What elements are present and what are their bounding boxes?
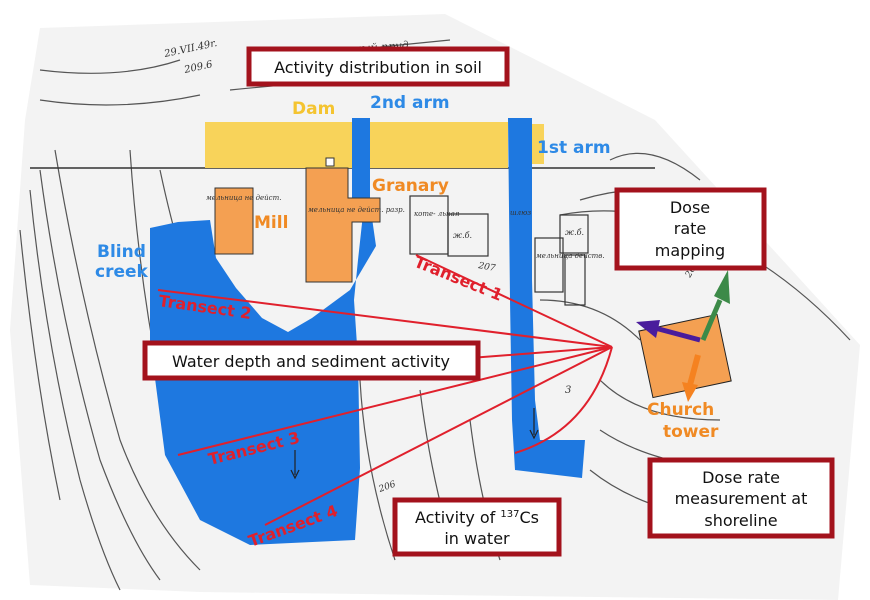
map-label-building-7: ж.б. bbox=[565, 228, 584, 237]
second-arm-label: 2nd arm bbox=[370, 93, 450, 113]
info-box-dose-mapping-line1: Dose bbox=[670, 198, 710, 217]
purple-arrow-shaft bbox=[654, 325, 701, 343]
blind-creek-label-line2: creek bbox=[95, 262, 149, 282]
info-box-shoreline: Dose rate measurement at shoreline bbox=[647, 457, 835, 539]
church-tower-label-line1: Church bbox=[647, 400, 714, 420]
dam-marker bbox=[325, 157, 335, 167]
first-arm-channel bbox=[508, 118, 585, 478]
cs-isotope-element: Cs bbox=[520, 508, 540, 527]
mill-label: Mill bbox=[254, 213, 288, 233]
second-arm-channel bbox=[352, 118, 370, 218]
map-label-building-5: шлюз bbox=[510, 209, 531, 217]
cs-isotope-superscript: 137 bbox=[500, 509, 519, 520]
info-box-activity-soil: Activity distribution in soil bbox=[246, 46, 510, 87]
blind-creek-label-line1: Blind bbox=[97, 242, 146, 262]
orange-arrow-shaft bbox=[687, 354, 701, 386]
info-box-water-depth: Water depth and sediment activity bbox=[142, 340, 481, 381]
info-box-cs-water-line2: in water bbox=[444, 529, 510, 548]
green-arrow-shaft bbox=[700, 299, 723, 341]
map-label-building-3: коте- льная bbox=[414, 210, 460, 218]
dam-label: Dam bbox=[292, 99, 335, 119]
green-arrow-head bbox=[714, 270, 730, 304]
granary-building bbox=[305, 167, 381, 283]
map-label-building-4: ж.б. bbox=[453, 231, 472, 240]
info-box-dose-mapping-line2: rate bbox=[674, 219, 707, 238]
church-tower-label-line2: tower bbox=[663, 422, 719, 442]
map-label-building-6: мельница действ. bbox=[536, 252, 605, 260]
map-elevation-207: 207 bbox=[476, 261, 496, 274]
depth-markers bbox=[290, 408, 539, 480]
mill-building bbox=[214, 187, 254, 255]
info-box-cs-water: Activity of 137Cs in water bbox=[392, 497, 562, 557]
info-box-shoreline-line2: measurement at bbox=[675, 489, 808, 508]
info-box-water-depth-text: Water depth and sediment activity bbox=[172, 352, 450, 371]
map-label-building-2: мельница не дейст. разр. bbox=[308, 206, 405, 214]
granary-label: Granary bbox=[372, 176, 449, 196]
info-box-cs-water-line1: Activity of 137Cs bbox=[415, 508, 539, 527]
info-box-shoreline-line1: Dose rate bbox=[702, 468, 780, 487]
map-label-building-1: мельница не дейст. bbox=[206, 194, 281, 202]
info-box-dose-mapping: Dose rate mapping bbox=[614, 187, 767, 271]
info-box-activity-soil-text: Activity distribution in soil bbox=[274, 58, 482, 77]
dam-area-mid bbox=[370, 122, 508, 168]
orange-arrow-head bbox=[682, 382, 698, 402]
purple-arrow-head bbox=[636, 320, 660, 338]
dose-arrows bbox=[636, 270, 730, 402]
first-arm-label: 1st arm bbox=[537, 138, 611, 158]
info-box-dose-mapping-line3: mapping bbox=[655, 241, 725, 260]
map-elevation-3: 3 bbox=[565, 385, 571, 396]
info-box-shoreline-line3: shoreline bbox=[704, 511, 777, 530]
map-buildings bbox=[409, 195, 589, 306]
cs-water-prefix: Activity of bbox=[415, 508, 500, 527]
dam-area-east bbox=[532, 124, 544, 164]
